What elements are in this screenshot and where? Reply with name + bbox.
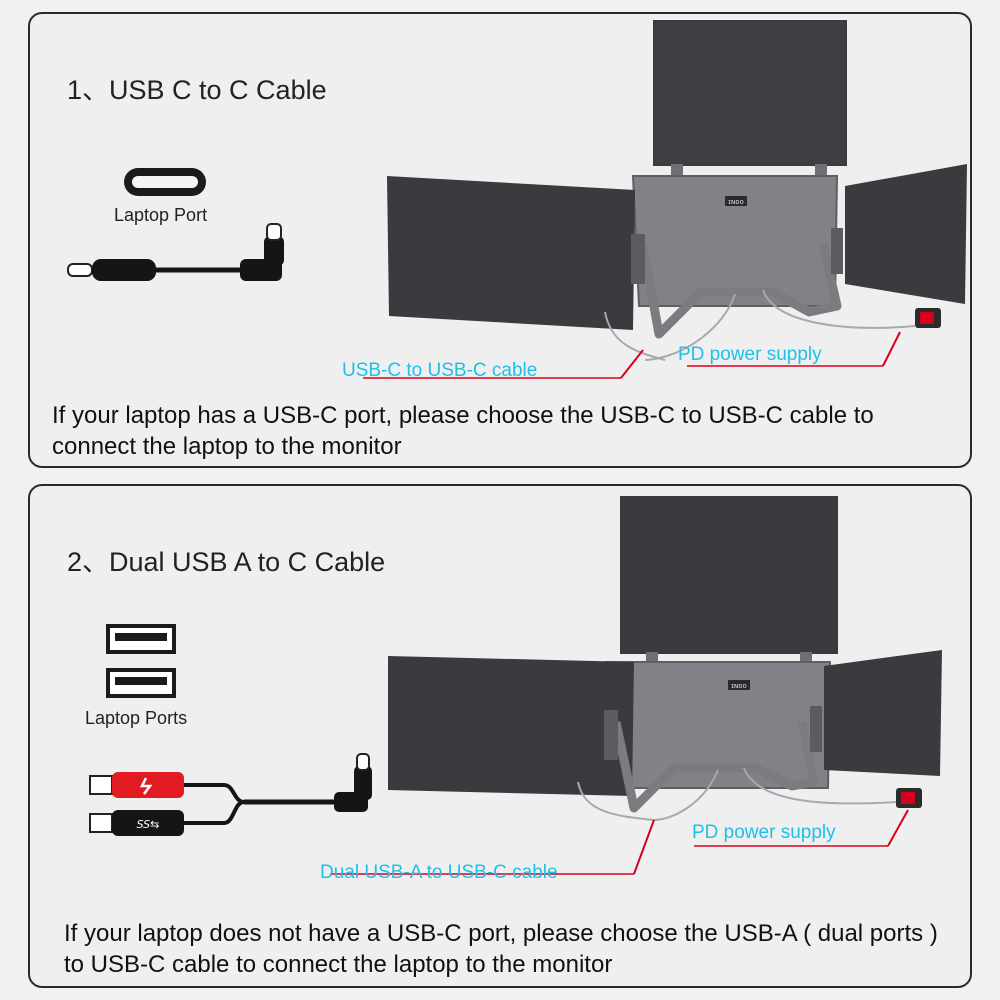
monitor-logo: ɪɴᴅᴏ — [731, 682, 747, 690]
usb-a-port-icon — [106, 668, 176, 698]
triple-monitor-illustration: ɪɴᴅᴏ — [363, 20, 967, 379]
ss-logo-icon: SS⇆ — [137, 818, 160, 831]
usb-c-cable-callout: USB-C to USB-C cable — [342, 360, 538, 381]
section-title: 1、USB C to C Cable — [67, 75, 327, 105]
usb-c-port-icon — [124, 168, 206, 196]
laptop-port-label: Laptop Port — [114, 205, 208, 225]
dual-usb-a-cable-callout: Dual USB-A to USB-C cable — [320, 862, 558, 883]
section-title: 2、Dual USB A to C Cable — [67, 547, 386, 577]
section-dual-usb-a-to-c: 2、Dual USB A to C Cable Laptop Ports SS⇆… — [28, 484, 972, 988]
usb-c-cable-icon — [67, 223, 284, 281]
section-description: If your laptop does not have a USB-C por… — [64, 920, 938, 978]
monitor-logo: ɪɴᴅᴏ — [728, 198, 744, 206]
usb-a-port-icon — [106, 624, 176, 654]
section-description: If your laptop has a USB-C port, please … — [52, 402, 874, 460]
triple-monitor-illustration: ɪɴᴅᴏ — [330, 496, 942, 875]
pd-power-supply-callout: PD power supply — [678, 344, 822, 365]
laptop-ports-label: Laptop Ports — [85, 708, 188, 728]
section-usb-c-to-c: 1、USB C to C Cable Laptop Port ɪɴᴅᴏ — [28, 12, 972, 468]
pd-power-supply-callout: PD power supply — [692, 822, 836, 843]
dual-usb-a-cable-icon: SS⇆ — [89, 753, 372, 836]
